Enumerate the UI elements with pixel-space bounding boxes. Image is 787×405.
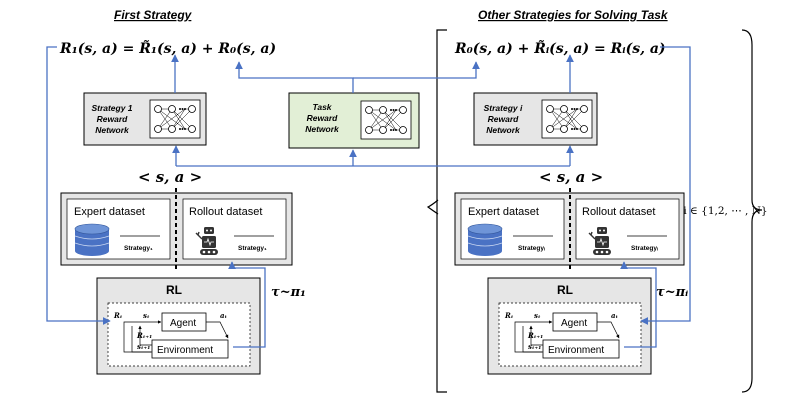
other-strategies-title: Other Strategies for Solving Task <box>478 8 669 22</box>
database-icon <box>467 223 503 257</box>
agent-label: Agent <box>170 318 196 329</box>
left-dataset-panel: Expert dataset Rollout dataset Strategy₁… <box>60 188 293 272</box>
right-brace <box>741 29 763 393</box>
network-label-line: Strategy i <box>484 103 523 113</box>
rl-title: RL <box>166 283 182 297</box>
agent-label: Agent <box>561 318 587 329</box>
rollout-dataset-label: Rollout dataset <box>189 206 262 218</box>
left-reward-equation: R₁(s, a) = R̃₁(s, a) + R₀(s, a) <box>59 39 276 57</box>
task-reward-network: Task Reward Network <box>288 92 420 149</box>
forall-quantifier: ∀i ∈ {1,2, ⋯ , N} <box>677 205 768 217</box>
strategy-label: Strategy₁ <box>124 245 153 252</box>
network-label-line: Network <box>95 125 130 135</box>
action-t-label: aₜ <box>611 311 619 320</box>
strategy-label: Strategyᵢ <box>518 245 545 252</box>
neural-network-icon <box>541 99 593 139</box>
left-rl-panel: RL Agent Environment Rₜ sₜ aₜ Rₜ₊₁ sₜ₊₁ <box>96 277 261 375</box>
network-label-line: Reward <box>307 113 339 123</box>
state-t-label: sₜ <box>143 311 150 320</box>
rollout-dataset-label: Rollout dataset <box>582 206 655 218</box>
strategyi-reward-network: Strategy i Reward Network <box>473 92 598 146</box>
state-t1-label: sₜ₊₁ <box>137 342 150 351</box>
left-brace <box>426 199 439 215</box>
neural-network-icon <box>360 100 412 140</box>
state-t1-label: sₜ₊₁ <box>528 342 541 351</box>
network-label-line: Strategy 1 <box>91 103 132 113</box>
state-action-right: < s, a > <box>539 168 603 186</box>
action-t-label: aₜ <box>220 311 228 320</box>
right-reward-equation: R₀(s, a) + R̃ᵢ(s, a) = Rᵢ(s, a) <box>454 39 666 57</box>
policy-right: τ~πᵢ <box>656 285 688 300</box>
expert-dataset-label: Expert dataset <box>74 206 145 218</box>
reward-t1-label: Rₜ₊₁ <box>136 331 152 340</box>
reward-t-label: Rₜ <box>504 311 514 320</box>
strategy-label: Strategyᵢ <box>631 245 658 252</box>
network-label-line: Reward <box>97 114 129 124</box>
state-t-label: sₜ <box>534 311 541 320</box>
right-dataset-panel: Expert dataset Rollout dataset Strategyᵢ… <box>454 188 685 272</box>
policy-left: τ~π₁ <box>271 285 306 300</box>
network-label-line: Reward <box>488 114 520 124</box>
reward-t1-label: Rₜ₊₁ <box>527 331 543 340</box>
environment-label: Environment <box>157 345 213 356</box>
network-label-line: Task <box>312 102 332 112</box>
neural-network-icon <box>149 99 201 139</box>
environment-label: Environment <box>548 345 604 356</box>
strategy1-reward-network: Strategy 1 Reward Network <box>83 92 207 146</box>
network-label-line: Network <box>305 124 340 134</box>
network-label-line: Network <box>486 125 521 135</box>
policy-wires <box>46 46 691 348</box>
expert-dataset-label: Expert dataset <box>468 206 539 218</box>
database-icon <box>74 223 110 257</box>
first-strategy-title: First Strategy <box>114 8 193 22</box>
right-rl-panel: RL Agent Environment Rₜ sₜ aₜ Rₜ₊₁ sₜ₊₁ <box>487 277 652 375</box>
reward-t-label: Rₜ <box>113 311 123 320</box>
strategy-label: Strategy₁ <box>238 245 267 252</box>
rl-title: RL <box>557 283 573 297</box>
reward-wires <box>171 54 574 167</box>
left-bracket <box>436 29 447 393</box>
state-action-left: < s, a > <box>138 168 202 186</box>
